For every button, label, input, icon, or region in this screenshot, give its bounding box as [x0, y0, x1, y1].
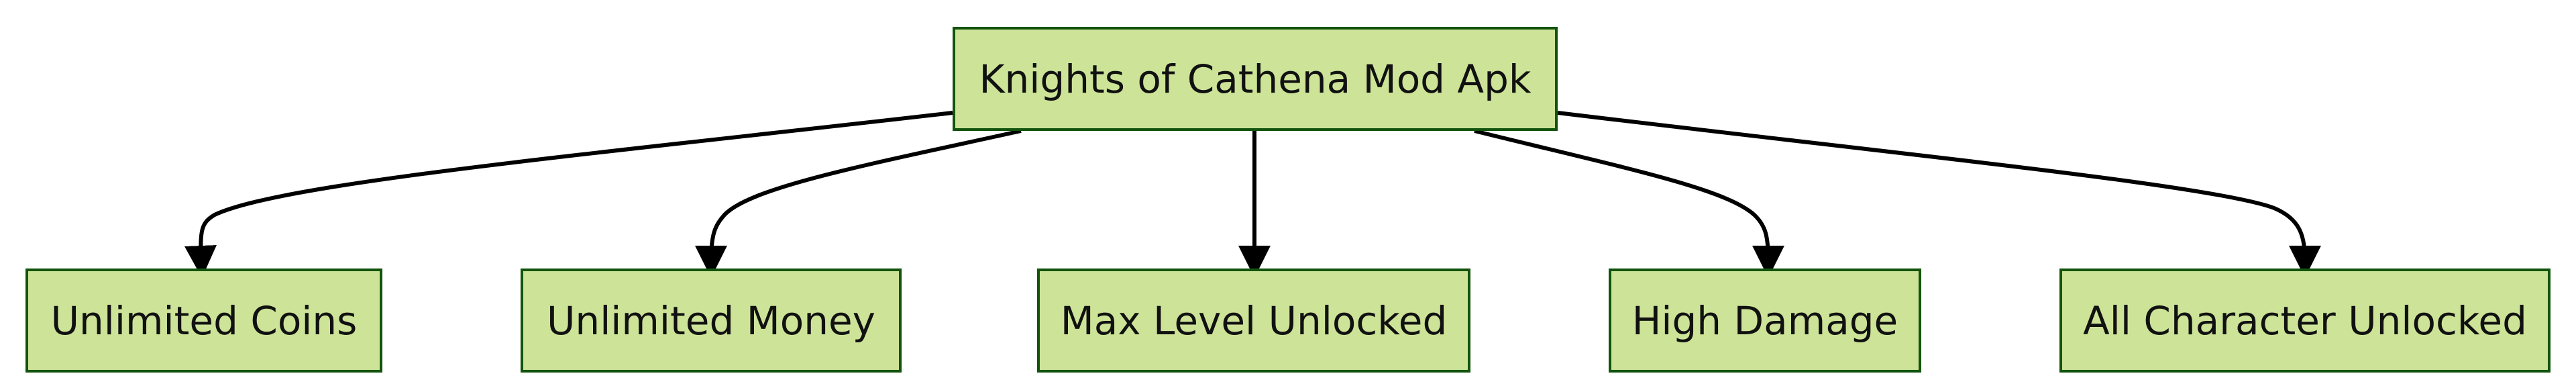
child-node-label: Unlimited Money	[546, 297, 876, 344]
child-node-all-character-unlocked: All Character Unlocked	[2059, 269, 2551, 373]
edge-group	[184, 111, 2321, 278]
root-node-label: Knights of Cathena Mod Apk	[979, 56, 1532, 102]
root-node: Knights of Cathena Mod Apk	[953, 27, 1558, 131]
child-node-unlimited-coins: Unlimited Coins	[25, 269, 382, 373]
edge-arrow-3	[1474, 129, 1784, 278]
edge-arrow-0	[184, 111, 953, 278]
child-node-label: High Damage	[1631, 297, 1898, 344]
child-node-label: Unlimited Coins	[50, 297, 358, 344]
child-node-unlimited-money: Unlimited Money	[521, 269, 902, 373]
edge-arrow-1	[695, 129, 1022, 278]
child-node-label: All Character Unlocked	[2083, 297, 2527, 344]
child-node-max-level-unlocked: Max Level Unlocked	[1037, 269, 1470, 373]
child-node-label: Max Level Unlocked	[1060, 297, 1448, 344]
child-node-high-damage: High Damage	[1609, 269, 1921, 373]
edge-arrow-4	[1557, 111, 2321, 278]
